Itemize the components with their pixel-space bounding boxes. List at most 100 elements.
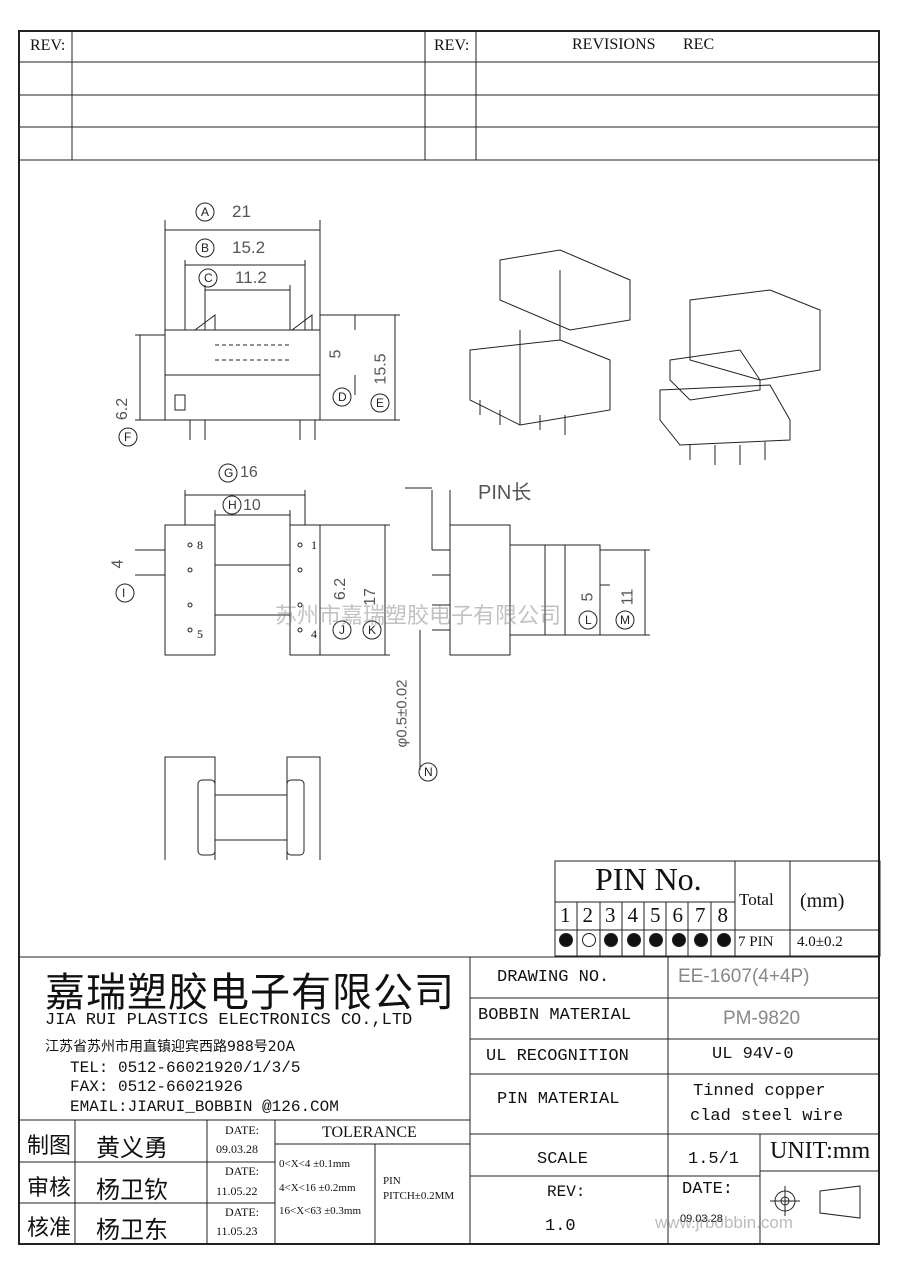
dim-c-value: 11.2 <box>235 268 267 287</box>
dim-label-m: M <box>615 610 635 630</box>
svg-text:K: K <box>368 623 376 637</box>
pin-material-value-2: clad steel wire <box>690 1107 844 1126</box>
signoff-role-drawn: 制图 <box>27 1134 72 1159</box>
pin-filled-marker <box>694 933 708 947</box>
pin-pitch-label-2: PITCH±0.2MM <box>383 1190 455 1202</box>
pin-table-unit-label: (mm) <box>800 890 845 912</box>
pin-number-cell-2: 2 <box>582 903 594 927</box>
drawing-frame <box>18 30 880 1245</box>
svg-text:J: J <box>339 623 345 637</box>
pin-table-title: PIN No. <box>595 861 702 897</box>
signoff-name-drawn: 黄义勇 <box>96 1134 168 1162</box>
revisions-heading: REVISIONS <box>572 36 656 53</box>
signoff-date-label-drawn: DATE: <box>225 1123 259 1137</box>
dim-label-a: A <box>195 202 215 222</box>
rev-label-right: REV: <box>434 37 470 54</box>
dim-g-value: 16 <box>240 464 258 481</box>
date-label: DATE: <box>682 1180 734 1199</box>
dim-m-value: 11 <box>619 588 637 606</box>
pin-filled-marker <box>604 933 618 947</box>
pin-empty-marker <box>581 933 596 947</box>
dim-j-value: 6.2 <box>332 577 350 601</box>
pin-number-cell-4: 4 <box>627 903 639 927</box>
rec-heading: REC <box>683 36 715 53</box>
dim-label-h: H <box>222 495 242 515</box>
pin-filled-marker <box>671 933 686 947</box>
pin-filled-marker <box>626 933 641 947</box>
pin-number-cell-3: 3 <box>605 903 616 927</box>
dim-label-f: F <box>118 427 138 447</box>
dim-b-value: 15.2 <box>232 238 266 257</box>
drawing-no-label: DRAWING NO. <box>497 968 610 987</box>
signoff-date-checked: 11.05.22 <box>216 1184 258 1198</box>
dim-f-value: 6.2 <box>114 397 132 421</box>
pin-total-value: 7 PIN <box>738 934 774 950</box>
svg-text:H: H <box>228 498 237 512</box>
tolerance-label: TOLERANCE <box>322 1124 417 1141</box>
signoff-date-approved: 11.05.23 <box>216 1224 258 1238</box>
company-watermark: 苏州市嘉瑞塑胶电子有限公司 <box>275 604 562 629</box>
dim-label-j: J <box>332 620 352 640</box>
bobbin-material-label: BOBBIN MATERIAL <box>478 1006 632 1025</box>
bobbin-material-value: PM-9820 <box>723 1008 801 1029</box>
pin-material-value-1: Tinned copper <box>693 1082 826 1101</box>
svg-text:E: E <box>376 396 384 410</box>
pin-number-4: 4 <box>311 627 317 641</box>
scale-label: SCALE <box>537 1150 589 1169</box>
dim-e-value: 15.5 <box>372 353 390 385</box>
dim-label-c: C <box>198 268 218 288</box>
ul-recognition-value: UL 94V-0 <box>712 1045 794 1064</box>
pin-material-label: PIN MATERIAL <box>497 1090 620 1109</box>
side-view-bobbin <box>135 220 400 440</box>
rev-label: REV: <box>547 1183 586 1201</box>
signoff-date-label-approved: DATE: <box>225 1205 259 1219</box>
plan-view-bobbin <box>164 756 321 860</box>
signoff-date-label-checked: DATE: <box>225 1164 259 1178</box>
isometric-view-2 <box>659 289 821 465</box>
pin-number-cell-8: 8 <box>717 903 729 927</box>
bottom-view-bobbin <box>135 490 390 656</box>
dim-label-g: G <box>218 463 238 483</box>
dim-d-value: 5 <box>327 349 345 359</box>
rev-label-left: REV: <box>30 37 66 54</box>
pin-filled-marker <box>649 933 663 947</box>
tolerance-row-1: 0<X<4 ±0.1mm <box>279 1158 351 1170</box>
signoff-date-drawn: 09.03.28 <box>216 1142 258 1156</box>
pin-number-1: 1 <box>311 538 317 552</box>
pin-number-cell-6: 6 <box>672 903 684 927</box>
company-name-cn: 嘉瑞塑胶电子有限公司 <box>45 970 455 1016</box>
company-tel: TEL: 0512-66021920/1/3/5 <box>70 1059 301 1077</box>
svg-text:L: L <box>585 613 592 627</box>
dim-n-value: φ0.5±0.02 <box>393 679 411 748</box>
dim-h-value: 10 <box>243 497 261 514</box>
svg-text:M: M <box>620 613 630 627</box>
dim-label-l: L <box>578 610 598 630</box>
scale-value: 1.5/1 <box>688 1150 740 1169</box>
svg-text:B: B <box>201 241 209 255</box>
dim-label-e: E <box>370 393 390 413</box>
pin-pitch-label-1: PIN <box>383 1175 401 1187</box>
pin-number-cell-5: 5 <box>650 903 661 927</box>
pin-table-grid <box>554 860 881 957</box>
date-value: 09.03.28 <box>680 1213 723 1225</box>
isometric-view-1 <box>469 249 631 435</box>
pin-number-8: 8 <box>197 538 203 552</box>
company-email: EMAIL:JIARUI_BOBBIN @126.COM <box>70 1098 339 1116</box>
dim-l-value: 5 <box>579 592 597 602</box>
pin-length-label: PIN长 <box>478 482 532 504</box>
pin-table-total-label: Total <box>739 890 774 909</box>
dim-label-n: N <box>418 762 438 782</box>
rev-value: 1.0 <box>545 1217 576 1236</box>
signoff-role-checked: 审核 <box>27 1176 72 1201</box>
company-name-en: JIA RUI PLASTICS ELECTRONICS CO.,LTD <box>45 1011 413 1030</box>
pin-number-cell-1: 1 <box>560 903 571 927</box>
dim-label-k: K <box>362 620 382 640</box>
title-block-grid <box>20 956 880 1244</box>
pin-filled-marker <box>559 933 573 947</box>
svg-text:N: N <box>424 765 433 779</box>
signoff-name-approved: 杨卫东 <box>96 1216 168 1244</box>
drawing-no-value: EE-1607(4+4P) <box>678 966 810 987</box>
signoff-name-checked: 杨卫钦 <box>96 1176 168 1204</box>
dim-label-d: D <box>332 387 352 407</box>
